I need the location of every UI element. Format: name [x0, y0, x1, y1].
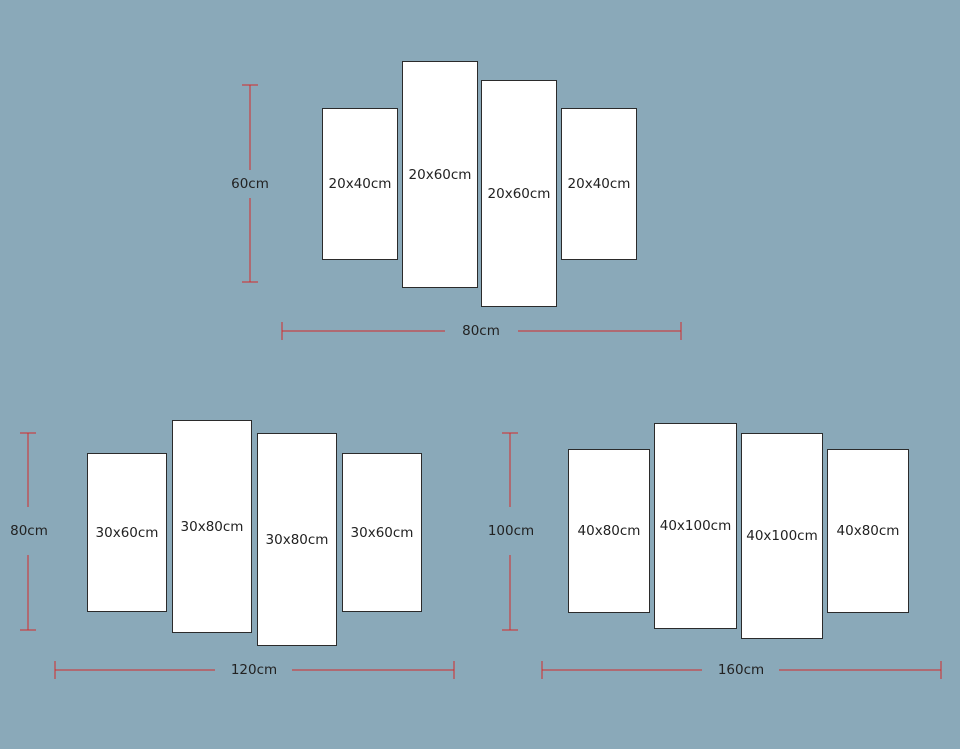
group-1-height-label: 60cm [231, 176, 269, 192]
group-3-panel-1: 40x80cm [568, 449, 650, 613]
group-1-width-line [281, 322, 682, 340]
group-1-panel-1: 20x40cm [322, 108, 398, 260]
panel-size-label: 40x80cm [577, 523, 641, 539]
panel-size-label: 20x60cm [408, 166, 472, 183]
panel-size-label: 20x60cm [487, 185, 551, 202]
group-3-height-line [502, 432, 518, 631]
group-1-panel-3: 20x60cm [481, 80, 557, 307]
group-1-panel-4: 20x40cm [561, 108, 637, 260]
group-2-panel-1: 30x60cm [87, 453, 167, 612]
group-1-panel-2: 20x60cm [402, 61, 478, 288]
panel-size-label: 40x100cm [746, 528, 818, 544]
group-2-width-line [54, 661, 455, 679]
panel-size-label: 30x60cm [95, 524, 159, 541]
panel-size-label: 30x80cm [265, 531, 329, 548]
group-2-height-label: 80cm [10, 523, 48, 539]
group-2-panel-2: 30x80cm [172, 420, 252, 633]
group-3-panel-2: 40x100cm [654, 423, 737, 629]
panel-size-label: 40x100cm [659, 518, 732, 534]
panel-size-label: 20x40cm [567, 176, 631, 192]
panel-size-label: 20x40cm [328, 176, 392, 192]
group-2-width-label: 120cm [230, 662, 278, 678]
panel-size-label: 30x80cm [180, 518, 244, 535]
group-2-height-line [20, 432, 36, 631]
group-1-height-line [242, 84, 258, 283]
group-3-height-label: 100cm [487, 523, 535, 539]
panel-size-label: 30x60cm [350, 524, 414, 541]
group-3-panel-3: 40x100cm [741, 433, 823, 639]
group-2-panel-4: 30x60cm [342, 453, 422, 612]
panel-size-label: 40x80cm [836, 523, 900, 539]
group-3-width-line [541, 661, 942, 679]
group-3-width-label: 160cm [717, 662, 765, 678]
group-1-width-label: 80cm [462, 323, 500, 339]
group-2-panel-3: 30x80cm [257, 433, 337, 646]
group-3-panel-4: 40x80cm [827, 449, 909, 613]
